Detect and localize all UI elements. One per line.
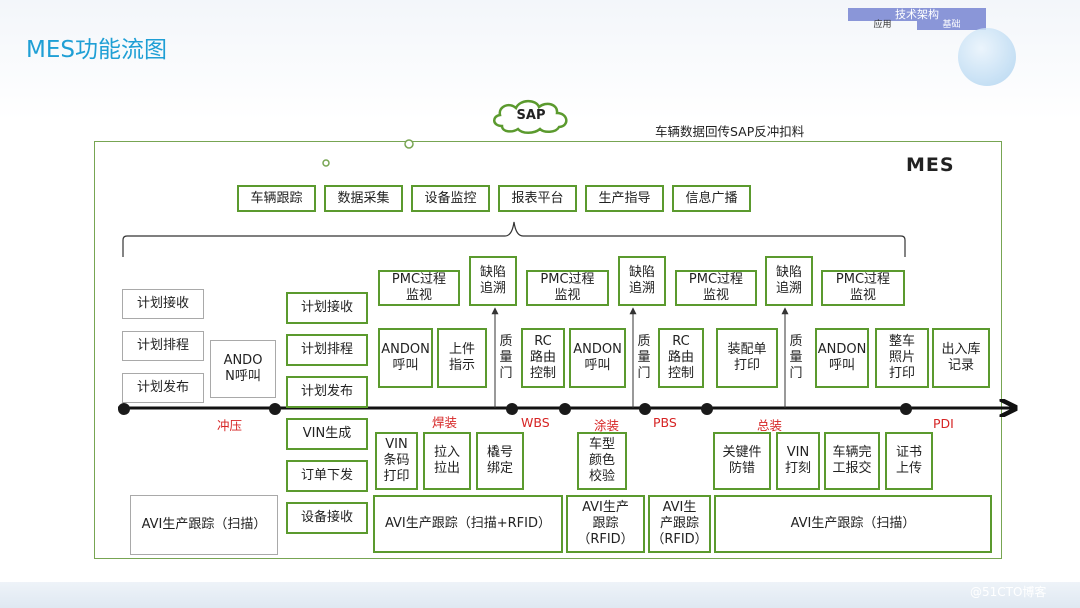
assembly-quality-gate: 质 量 门	[789, 334, 803, 381]
avi-paint-1: AVI生产 跟踪 （RFID）	[566, 495, 645, 553]
mid-plan-schedule: 计划排程	[286, 334, 368, 366]
paint-rc-routing: RC 路由 控制	[521, 328, 565, 388]
zone-pbs: PBS	[653, 415, 677, 430]
assembly-defect-tracking: 缺陷 追溯	[765, 256, 813, 306]
module-vehicle-tracking: 车辆跟踪	[237, 185, 316, 212]
module-equipment-monitoring: 设备监控	[411, 185, 490, 212]
tech-architecture-sub: 应用 基础	[848, 21, 986, 30]
certificate-upload: 证书 上传	[885, 432, 933, 490]
tech-architecture-tag: 技术架构 应用 基础	[848, 8, 986, 30]
color-check: 车型 颜色 校验	[577, 432, 627, 490]
tech-app-label: 应用	[873, 20, 892, 30]
plan-release-box: 计划发布	[122, 373, 204, 403]
assembly-order-print: 装配单 打印	[716, 328, 778, 388]
mid-plan-receive: 计划接收	[286, 292, 368, 324]
sap-label: SAP	[516, 108, 546, 123]
zone-wbs: WBS	[521, 415, 550, 430]
skid-tag-binding: 橇号 绑定	[476, 432, 524, 490]
sap-cloud-icon	[493, 99, 568, 134]
mes-frame	[94, 141, 1002, 559]
decorative-bubble	[958, 28, 1016, 86]
weld-parts-instruction: 上件 指示	[437, 328, 487, 388]
vin-generate-box: VIN生成	[286, 418, 368, 450]
slide-title: MES功能流图	[26, 37, 167, 63]
warehouse-record: 出入库 记录	[932, 328, 990, 388]
plan-receive-box: 计划接收	[122, 289, 204, 319]
paint-defect-tracking: 缺陷 追溯	[618, 256, 666, 306]
weld-quality-gate: 质 量 门	[499, 334, 513, 381]
avi-stamping: AVI生产跟踪（扫描）	[130, 495, 278, 555]
footer-band	[0, 582, 1080, 608]
equipment-receive-box: 设备接收	[286, 502, 368, 534]
avi-assembly: AVI生产跟踪（扫描）	[714, 495, 992, 553]
zone-painting: 涂装	[594, 418, 620, 433]
zone-assembly: 总装	[757, 418, 783, 433]
tech-architecture-label: 技术架构	[848, 8, 986, 21]
weld-defect-tracking: 缺陷 追溯	[469, 256, 517, 306]
sap-feedback-note: 车辆数据回传SAP反冲扣料	[655, 124, 805, 139]
module-report-platform: 报表平台	[498, 185, 577, 212]
avi-paint-2: AVI生 产跟踪 （RFID）	[648, 495, 711, 553]
assembly-pmc-monitor-2: PMC过程 监视	[821, 270, 905, 306]
vehicle-photo-print: 整车 照片 打印	[875, 328, 929, 388]
stamping-andon-box: ANDO N呼叫	[210, 340, 276, 398]
assembly-andon-call: ANDON 呼叫	[815, 328, 869, 388]
plan-schedule-box: 计划排程	[122, 331, 204, 361]
vin-engraving: VIN 打刻	[776, 432, 820, 490]
zone-welding: 焊装	[432, 415, 458, 430]
pull-in-out: 拉入 拉出	[423, 432, 471, 490]
paint-andon-call: ANDON 呼叫	[569, 328, 626, 388]
mid-plan-release: 计划发布	[286, 376, 368, 408]
module-production-guidance: 生产指导	[585, 185, 664, 212]
paint-quality-gate: 质 量 门	[637, 334, 651, 381]
assembly-pmc-monitor-1: PMC过程 监视	[675, 270, 757, 306]
tech-base-label: 基础	[917, 21, 986, 30]
zone-pdi: PDI	[933, 416, 954, 431]
module-data-collection: 数据采集	[324, 185, 403, 212]
weld-andon-call: ANDON 呼叫	[378, 328, 433, 388]
paint-pmc-monitor: PMC过程 监视	[526, 270, 609, 306]
vehicle-completion-report: 车辆完 工报交	[824, 432, 880, 490]
module-info-broadcast: 信息广播	[672, 185, 751, 212]
vin-barcode-print: VIN 条码 打印	[375, 432, 418, 490]
key-parts-errorproof: 关键件 防错	[713, 432, 771, 490]
zone-stamping: 冲压	[217, 418, 243, 433]
mes-label: MES	[906, 154, 955, 176]
order-dispatch-box: 订单下发	[286, 460, 368, 492]
avi-weld: AVI生产跟踪（扫描+RFID）	[373, 495, 563, 553]
paint-rc-routing-2: RC 路由 控制	[658, 328, 704, 388]
watermark: @51CTO博客	[970, 585, 1047, 599]
weld-pmc-monitor: PMC过程 监视	[378, 270, 460, 306]
